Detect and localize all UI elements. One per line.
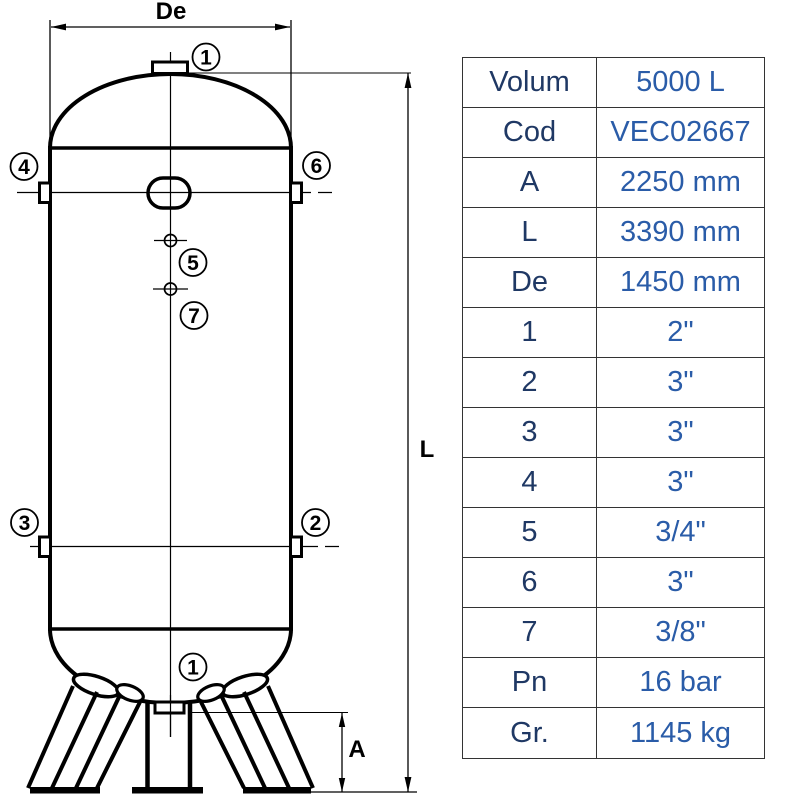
- arrow-up-icon: [338, 713, 346, 727]
- arrow-right-icon: [275, 23, 290, 31]
- right-foot: [243, 787, 311, 794]
- svg-text:5: 5: [187, 252, 199, 275]
- spec-label: A: [463, 158, 597, 207]
- arrow-down-icon: [338, 778, 346, 792]
- callout-middle-upper: 5: [178, 248, 208, 277]
- l-dimension: [188, 72, 417, 793]
- svg-text:7: 7: [188, 305, 200, 328]
- de-dimension: [49, 20, 292, 147]
- spec-table: Volum 5000 L Cod VEC02667 A 2250 mm L 33…: [462, 57, 765, 759]
- de-dimension-label: De: [156, 0, 187, 25]
- a-dimension: [190, 711, 348, 792]
- spec-label: Cod: [463, 108, 597, 157]
- spec-value: 3390 mm: [620, 216, 741, 248]
- spec-label: Pn: [463, 658, 597, 707]
- svg-text:4: 4: [18, 156, 30, 179]
- callout-upper-left: 4: [9, 152, 39, 181]
- table-row: 5 3/4": [463, 508, 764, 558]
- lower-left-nozzle: [38, 535, 52, 558]
- spec-value: 3/8": [655, 616, 706, 648]
- svg-text:1: 1: [187, 657, 199, 680]
- table-row: Cod VEC02667: [463, 108, 764, 158]
- callout-lower-left: 3: [10, 508, 39, 537]
- svg-text:6: 6: [311, 155, 323, 178]
- bottom-nozzle: [153, 700, 186, 715]
- table-row: 3 3": [463, 408, 764, 458]
- callout-bottom: 1: [178, 652, 208, 682]
- arrow-down-icon: [404, 777, 412, 792]
- spec-label: 2: [463, 358, 597, 407]
- svg-text:2: 2: [310, 512, 322, 535]
- callout-lower-right: 2: [301, 508, 330, 537]
- table-row: 2 3": [463, 358, 764, 408]
- center-foot: [132, 787, 203, 794]
- table-row: A 2250 mm: [463, 158, 764, 208]
- a-dimension-label: A: [348, 736, 365, 763]
- spec-label: 4: [463, 458, 597, 507]
- spec-value: 2250 mm: [620, 166, 741, 198]
- spec-value: 16 bar: [639, 666, 722, 698]
- callout-middle-lower: 7: [179, 301, 209, 330]
- l-dimension-label: L: [420, 436, 435, 463]
- spec-value: 1145 kg: [629, 716, 732, 749]
- spec-label: 7: [463, 608, 597, 657]
- svg-text:1: 1: [200, 47, 212, 70]
- table-row: 7 3/8": [463, 608, 764, 658]
- table-row: 1 2": [463, 308, 764, 358]
- arrow-up-icon: [404, 73, 412, 88]
- support-legs: [26, 672, 315, 794]
- spec-value: 3": [667, 366, 694, 398]
- spec-value: VEC02667: [610, 116, 751, 148]
- manhole: [146, 176, 192, 210]
- spec-label: 1: [463, 308, 597, 357]
- table-row: 4 3": [463, 458, 764, 508]
- upper-left-nozzle: [38, 181, 52, 204]
- spec-value: 5000 L: [636, 66, 725, 98]
- spec-value: 3/4": [655, 516, 706, 548]
- table-row: 6 3": [463, 558, 764, 608]
- table-row: Pn 16 bar: [463, 658, 764, 708]
- spec-value: 2": [667, 316, 694, 348]
- tank-drawing: De L A: [9, 0, 435, 794]
- callout-upper-right: 6: [302, 151, 331, 180]
- right-leg-plate-small: [196, 683, 226, 703]
- callout-top: 1: [191, 42, 221, 72]
- table-row: L 3390 mm: [463, 208, 764, 258]
- spec-label: L: [463, 208, 597, 257]
- table-row: Gr. 1145 kg: [463, 708, 764, 758]
- svg-text:3: 3: [19, 512, 31, 535]
- spec-label: De: [463, 258, 597, 307]
- spec-value: 1450 mm: [620, 266, 741, 298]
- left-foot: [30, 787, 100, 794]
- spec-label: 3: [463, 408, 597, 457]
- spec-label: 6: [463, 558, 597, 607]
- arrow-left-icon: [51, 23, 66, 31]
- table-row: Volum 5000 L: [463, 58, 764, 108]
- spec-label: Gr.: [463, 708, 597, 758]
- front-nozzle-7: [153, 282, 188, 296]
- upper-right-nozzle: [289, 181, 303, 204]
- left-leg-plate-small: [115, 683, 145, 703]
- front-nozzle-5: [154, 233, 187, 248]
- top-nozzle: [151, 60, 189, 75]
- spec-value: 3": [667, 566, 694, 598]
- spec-label: Volum: [463, 58, 597, 107]
- lower-right-nozzle: [289, 535, 303, 558]
- table-row: De 1450 mm: [463, 258, 764, 308]
- spec-value: 3": [667, 416, 694, 448]
- spec-value: 3": [667, 466, 694, 498]
- spec-label: 5: [463, 508, 597, 557]
